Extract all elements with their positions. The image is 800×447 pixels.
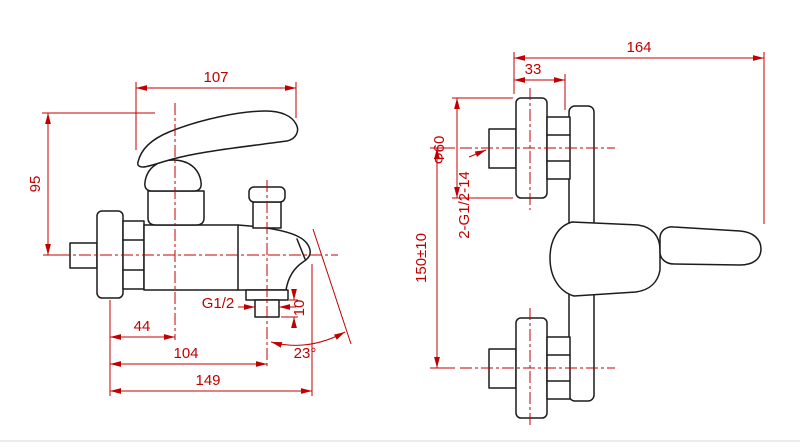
- dim-total-projection: 149: [195, 372, 220, 389]
- dim-outlet-drop: 10: [291, 300, 308, 317]
- lever-handle-side: [137, 110, 299, 168]
- side-view-annotations: 107 95 G1/2 10 23° 44 104 149: [27, 69, 352, 396]
- dim-height: 95: [27, 176, 44, 193]
- angle-reference-line: [312, 228, 352, 345]
- mixer-body-spout: [143, 224, 311, 291]
- dim-eccentric-offset: 33: [525, 61, 542, 78]
- lever-handle-front: [659, 226, 762, 266]
- side-view: [69, 110, 311, 318]
- leader-line: [468, 149, 487, 158]
- mixer-body-front: [549, 221, 661, 297]
- dim-overall-width: 164: [626, 39, 651, 56]
- dim-wall-to-handle-axis: 44: [134, 318, 151, 335]
- dim-escutcheon-diameter: Φ60: [431, 136, 448, 165]
- spout-tip-face: [296, 238, 306, 260]
- dim-inlet-centre-distance: 150±10: [413, 233, 430, 283]
- cartridge-housing: [147, 190, 205, 226]
- dim-outlet-thread: G1/2: [202, 295, 235, 312]
- dim-handle-length: 107: [203, 69, 228, 86]
- front-view-annotations: 164 33 Φ60 2-G1/2-14 150±10: [413, 39, 765, 428]
- angle-arc: [270, 331, 346, 348]
- dim-spout-angle: 23°: [294, 345, 317, 362]
- dim-inlet-connection: 2-G1/2-14: [456, 171, 473, 239]
- dim-wall-to-outlet-axis: 104: [173, 345, 198, 362]
